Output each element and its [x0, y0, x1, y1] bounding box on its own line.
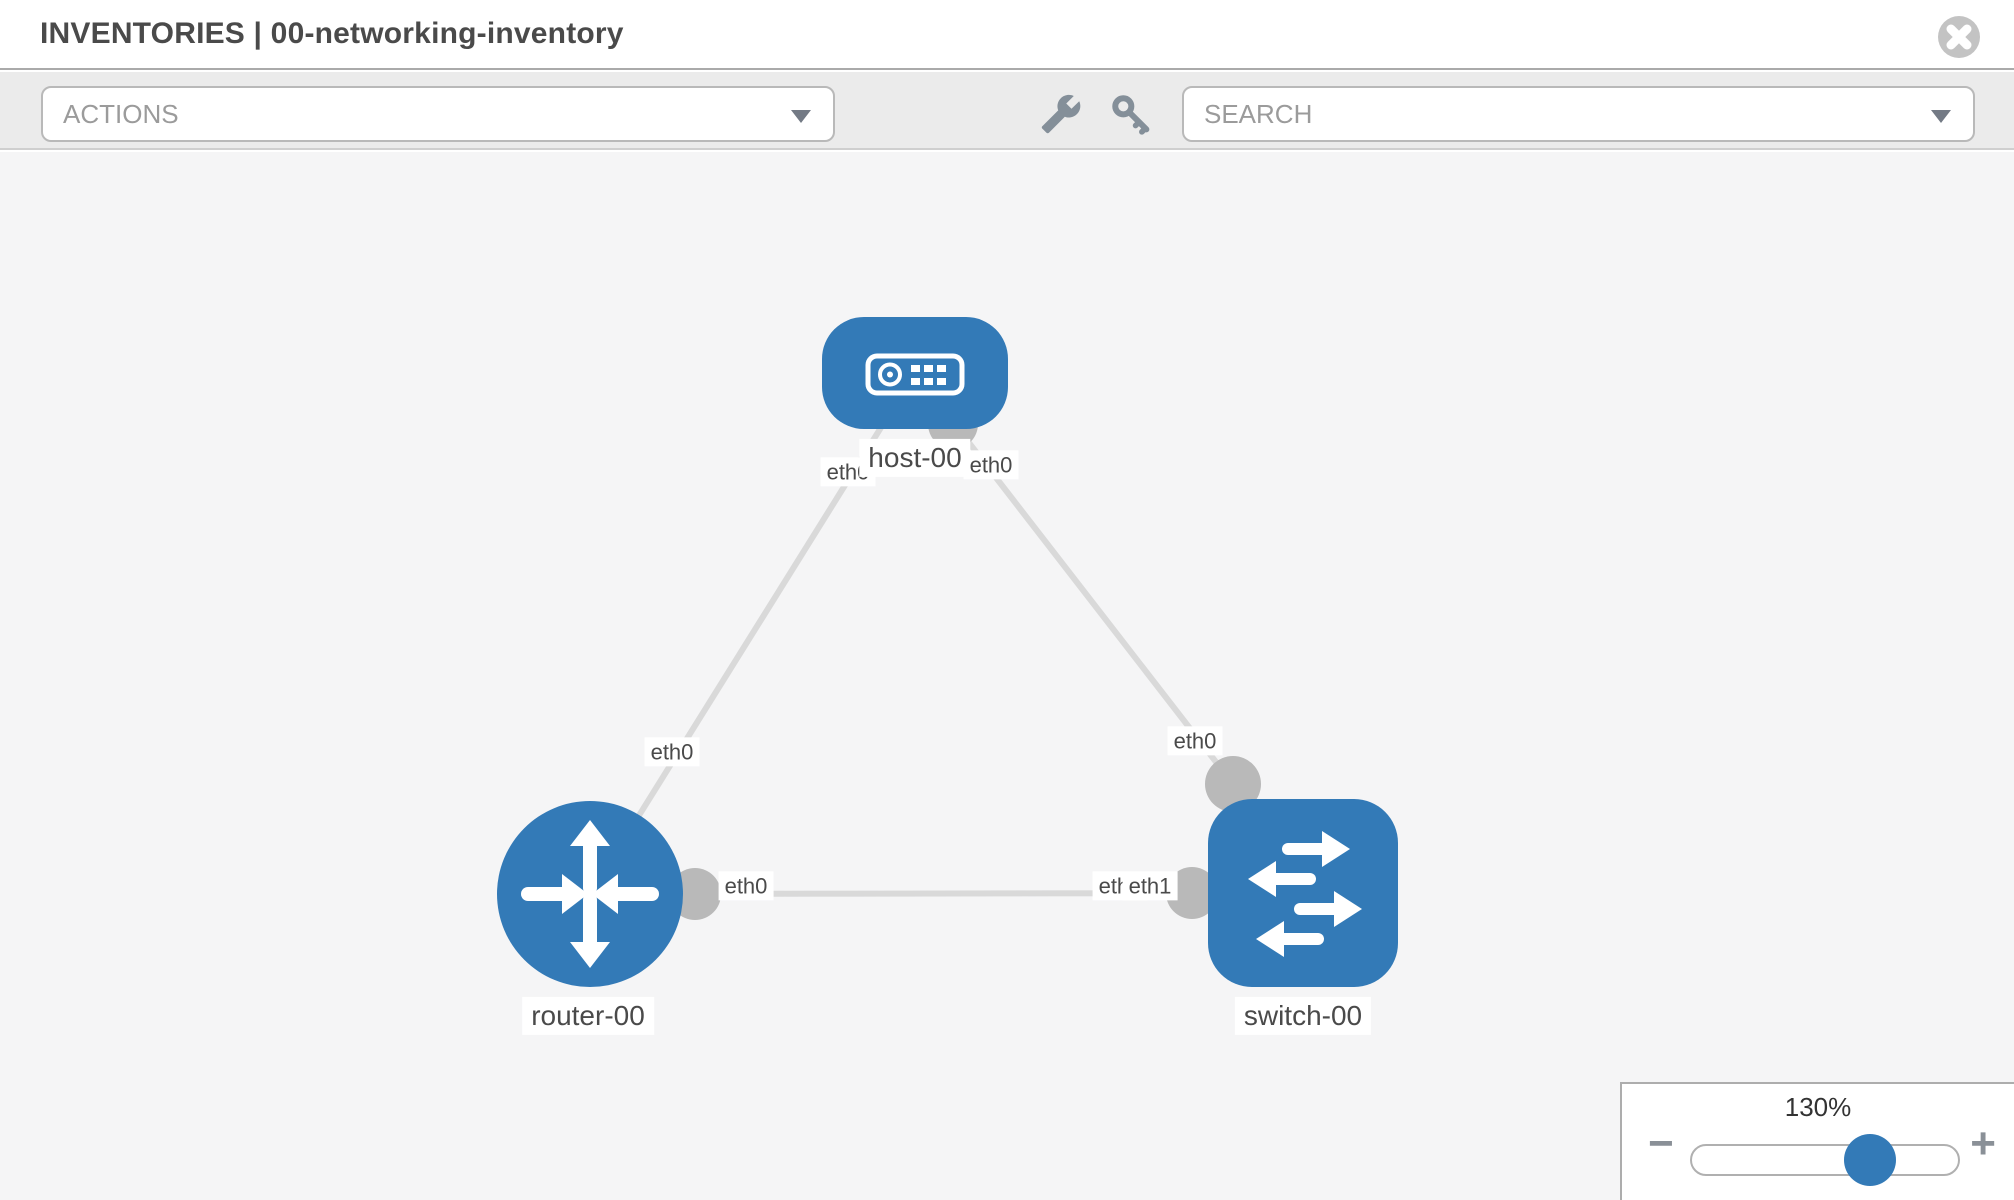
node-label-router: router-00 [522, 996, 654, 1036]
node-switch-00[interactable] [1208, 799, 1398, 987]
interface-label: eth1 [1122, 871, 1178, 901]
zoom-slider-thumb[interactable] [1844, 1134, 1896, 1186]
toolbar-tools [1040, 86, 1152, 142]
toolbar: ACTIONS SEARCH [0, 72, 2014, 150]
interface-label: eth0 [718, 871, 774, 901]
search-dropdown[interactable]: SEARCH [1182, 86, 1975, 142]
host-icon [865, 353, 965, 396]
page-title: INVENTORIES | 00-networking-inventory [40, 17, 624, 50]
zoom-level: 130% [1784, 1092, 1852, 1122]
zoom-slider-track[interactable] [1690, 1144, 1960, 1176]
node-router-00[interactable] [497, 801, 683, 987]
interface-label: eth0 [644, 737, 700, 767]
search-dropdown-label: SEARCH [1204, 98, 1313, 129]
chevron-down-icon [1931, 110, 1951, 123]
node-label-switch: switch-00 [1234, 996, 1372, 1036]
key-icon[interactable] [1110, 93, 1152, 135]
interface-stub-switch-left [1166, 867, 1218, 919]
switch-icon [1248, 831, 1362, 957]
topology-graph [497, 317, 1398, 987]
wrench-icon[interactable] [1040, 93, 1082, 135]
topology-canvas[interactable]: eth0 eth0 eth0 eth0 eth0 eth0 eth1 host-… [0, 152, 2014, 1200]
header: INVENTORIES | 00-networking-inventory [0, 0, 2014, 70]
interface-label: eth0 [963, 450, 1019, 480]
interface-label: eth0 [1167, 726, 1223, 756]
close-icon[interactable] [1936, 14, 1982, 60]
node-label-host: host-00 [859, 438, 971, 478]
router-icon [521, 820, 659, 968]
interface-stub-switch-top [1205, 756, 1261, 812]
zoom-control-panel: 130% − + [1620, 1082, 2014, 1200]
chevron-down-icon [791, 110, 811, 123]
zoom-out-button[interactable]: − [1648, 1119, 1674, 1168]
actions-dropdown-label: ACTIONS [63, 98, 179, 129]
actions-dropdown[interactable]: ACTIONS [41, 86, 835, 142]
zoom-in-button[interactable]: + [1970, 1119, 1996, 1168]
node-host-00[interactable] [822, 317, 1008, 429]
